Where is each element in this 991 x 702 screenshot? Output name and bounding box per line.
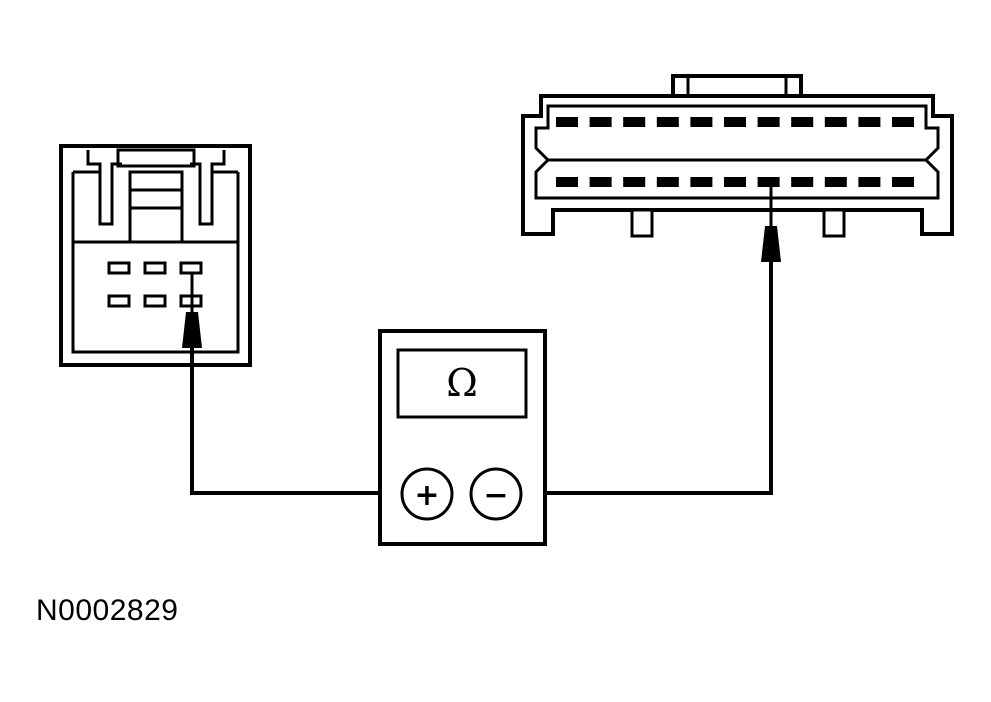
left-pin-5 <box>143 294 167 308</box>
negative-terminal <box>469 467 523 521</box>
right-pin-lower-2 <box>589 177 612 187</box>
right-pin-lower-9 <box>824 177 847 187</box>
left-probe-tip <box>182 312 202 348</box>
left-connector-latch <box>71 148 240 244</box>
right-pin-upper-10 <box>858 117 881 127</box>
right-connector-tab <box>671 74 803 98</box>
left-pin-2 <box>143 261 167 275</box>
right-pin-upper-5 <box>690 117 713 127</box>
right-pin-lower-8 <box>791 177 814 187</box>
negative-terminal-label: − <box>483 478 508 513</box>
figure-id: N0002829 <box>36 594 179 627</box>
positive-test-lead <box>190 330 401 495</box>
test-leads <box>190 184 773 495</box>
left-pin-3 <box>179 261 203 275</box>
right-connector-pins-upper <box>556 117 914 127</box>
right-pin-lower-1 <box>556 177 578 187</box>
right-pin-upper-8 <box>791 117 814 127</box>
right-pin-lower-6 <box>724 177 746 187</box>
right-pin-upper-11 <box>892 117 914 127</box>
right-pin-upper-2 <box>589 117 612 127</box>
right-pin-lower-3 <box>623 177 646 187</box>
right-connector-foot-right <box>822 208 846 238</box>
right-pin-lower-5 <box>690 177 713 187</box>
right-pin-upper-4 <box>656 117 679 127</box>
right-connector <box>521 74 954 238</box>
left-pin-4 <box>107 294 131 308</box>
negative-test-lead <box>521 262 773 495</box>
ohmmeter-display <box>396 348 528 419</box>
ohmmeter: Ω + − <box>378 329 547 546</box>
right-pin-upper-9 <box>824 117 847 127</box>
left-connector <box>59 144 252 367</box>
right-pin-upper-7 <box>757 117 780 127</box>
right-connector-lower-row <box>534 158 940 200</box>
right-pin-upper-3 <box>623 117 646 127</box>
right-connector-body <box>521 94 954 236</box>
right-pin-upper-6 <box>724 117 746 127</box>
positive-terminal-label: + <box>414 478 439 513</box>
right-pin-lower-11 <box>892 177 914 187</box>
positive-terminal <box>400 467 454 521</box>
right-probe-tip <box>761 226 781 262</box>
right-pin-lower-10 <box>858 177 881 187</box>
right-pin-upper-1 <box>556 117 578 127</box>
right-pin-lower-7 <box>757 177 780 187</box>
ohm-symbol: Ω <box>446 361 478 405</box>
right-connector-foot-left <box>630 208 654 238</box>
left-connector-body <box>59 144 252 367</box>
right-connector-pins-lower <box>556 177 914 187</box>
left-pin-1 <box>107 261 131 275</box>
right-pin-lower-4 <box>656 177 679 187</box>
